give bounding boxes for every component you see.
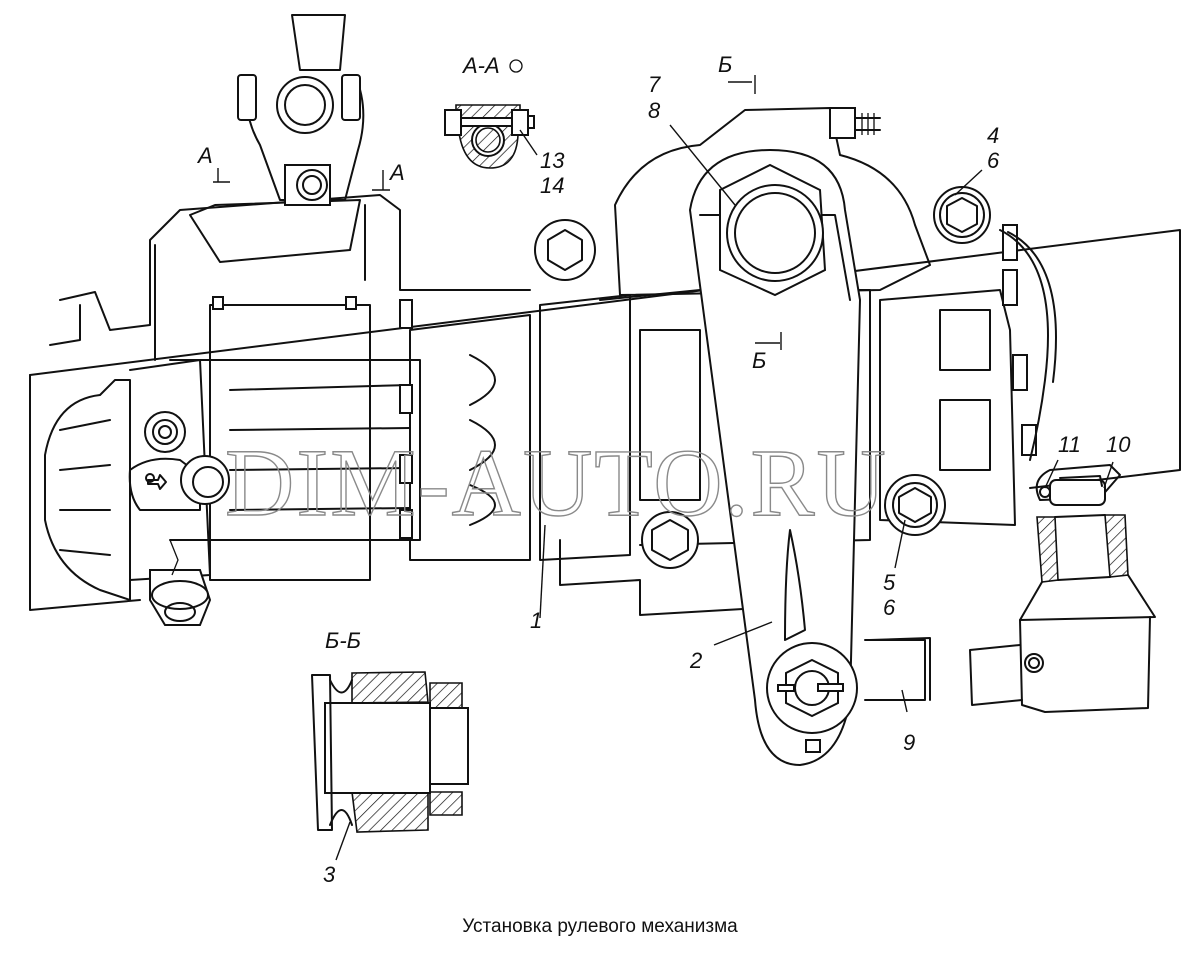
lower-bolts (641, 474, 946, 569)
callout-4: 4 (987, 123, 999, 148)
cardan-joint (237, 14, 365, 206)
ball-joint (969, 464, 1156, 713)
callout-2: 2 (689, 648, 702, 673)
section-aa-label: А-А (461, 53, 500, 78)
bracket (49, 194, 531, 361)
section-aa-detail: А-А (444, 53, 535, 169)
direction-arrow-icon (147, 474, 167, 490)
callout-10: 10 (1106, 432, 1131, 457)
pitman-arm (688, 148, 862, 767)
callout-13: 13 (540, 148, 565, 173)
callout-14: 14 (540, 173, 564, 198)
callout-11: 11 (1058, 432, 1081, 457)
section-bb-detail: Б-Б (311, 628, 469, 833)
section-marker-a-left: А (196, 143, 213, 168)
watermark: DIM-AUTO.RU (225, 429, 888, 536)
sector-shaft-cover (534, 107, 1057, 461)
callout-5-6: 6 (883, 595, 896, 620)
drag-link (864, 639, 926, 701)
section-a-markers: А А (196, 143, 405, 191)
section-marker-a-right: А (388, 160, 405, 185)
section-marker-b-top: Б (718, 52, 732, 77)
control-valve (44, 359, 230, 626)
callout-1: 1 (530, 608, 542, 633)
callout-5: 5 (883, 570, 896, 595)
section-bb-label: Б-Б (325, 628, 361, 653)
leader-lines (335, 124, 1114, 861)
figure-caption: Установка рулевого механизма (462, 916, 738, 937)
callout-9: 9 (903, 730, 915, 755)
callout-4-6: 6 (987, 148, 1000, 173)
callouts: 1 2 3 4 6 5 6 7 8 9 10 11 13 14 (323, 72, 1131, 887)
callout-3: 3 (323, 862, 336, 887)
callout-7: 7 (648, 72, 661, 97)
rotation-symbol-icon (509, 59, 523, 73)
section-b-markers: Б Б (718, 52, 782, 373)
section-marker-b-bottom: Б (752, 348, 766, 373)
callout-8: 8 (648, 98, 661, 123)
